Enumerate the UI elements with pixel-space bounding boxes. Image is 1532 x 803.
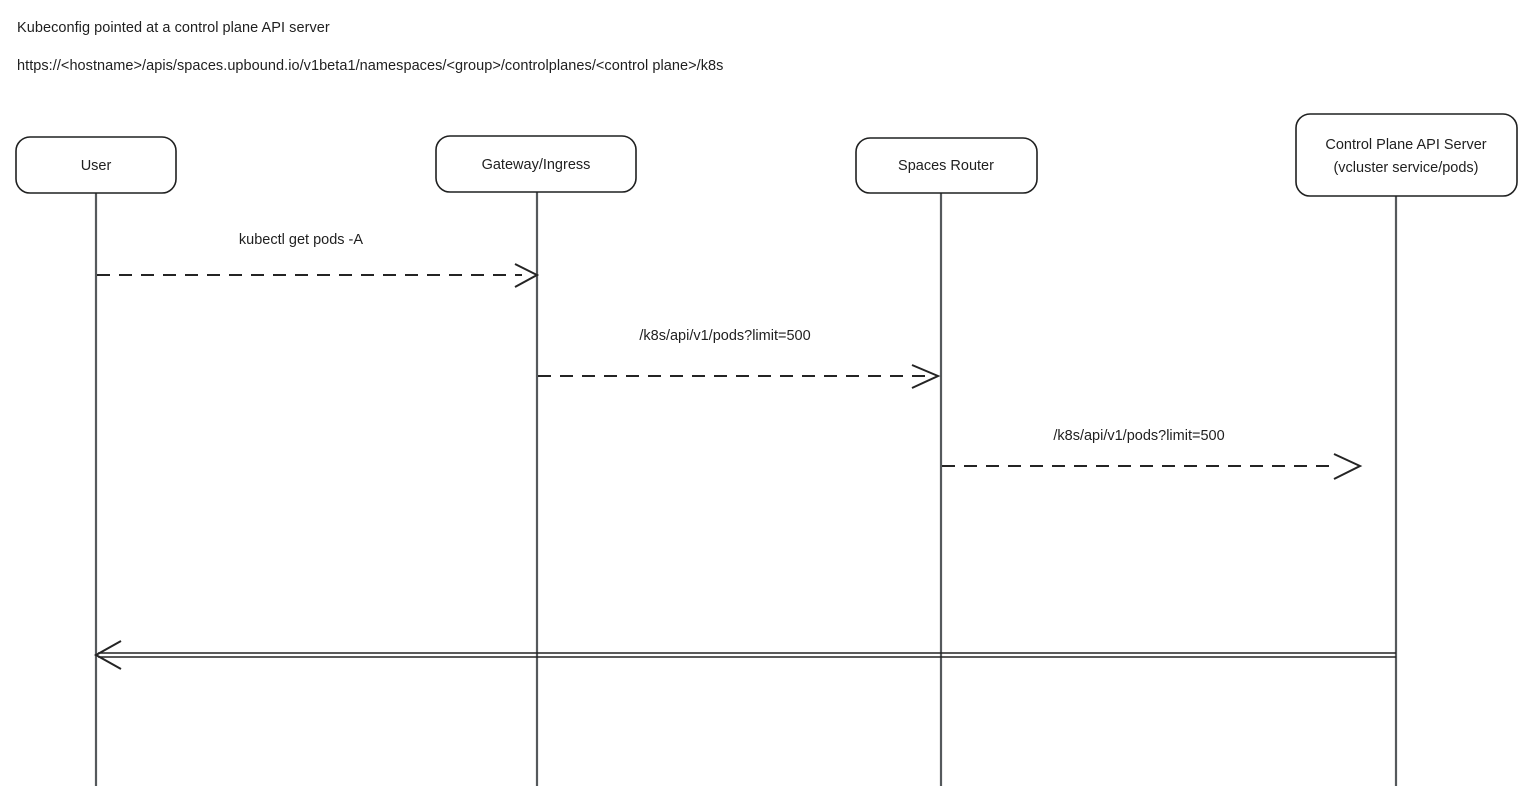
message-label-3: /k8s/api/v1/pods?limit=500 bbox=[1053, 428, 1224, 444]
message-kubectl-get-pods: kubectl get pods -A bbox=[97, 232, 540, 288]
message-label-1: kubectl get pods -A bbox=[239, 232, 363, 248]
message-response-to-user bbox=[93, 640, 1396, 670]
participant-control-plane-api-server[interactable]: Control Plane API Server (vcluster servi… bbox=[1295, 113, 1518, 197]
page-title: Kubeconfig pointed at a control plane AP… bbox=[17, 20, 330, 36]
participant-label-spaces-router: Spaces Router bbox=[898, 158, 994, 174]
arrowhead-right-1 bbox=[514, 263, 540, 288]
api-server-url: https://<hostname>/apis/spaces.upbound.i… bbox=[17, 58, 724, 74]
participant-box-control-plane-api-server[interactable] bbox=[1295, 113, 1518, 197]
participant-box-spaces-router[interactable] bbox=[855, 137, 1038, 194]
message-label-2: /k8s/api/v1/pods?limit=500 bbox=[639, 328, 810, 344]
participant-gateway[interactable]: Gateway/Ingress bbox=[435, 135, 637, 193]
participant-user[interactable]: User bbox=[15, 136, 177, 194]
participant-box-user[interactable] bbox=[15, 136, 177, 194]
participant-label-control-plane-api-server-line1: Control Plane API Server bbox=[1325, 137, 1486, 153]
message-k8s-pods-router-to-control-plane: /k8s/api/v1/pods?limit=500 bbox=[942, 428, 1363, 480]
participant-label-gateway: Gateway/Ingress bbox=[482, 157, 591, 173]
participant-spaces-router[interactable]: Spaces Router bbox=[855, 137, 1038, 194]
participant-label-control-plane-api-server-line2: (vcluster service/pods) bbox=[1333, 160, 1478, 176]
arrowhead-right-3 bbox=[1333, 453, 1363, 480]
arrowhead-right-2 bbox=[911, 364, 941, 389]
message-k8s-pods-gateway-to-router: /k8s/api/v1/pods?limit=500 bbox=[538, 328, 941, 389]
participant-box-gateway[interactable] bbox=[435, 135, 637, 193]
participant-label-user: User bbox=[81, 158, 112, 174]
arrowhead-left-4 bbox=[93, 640, 122, 670]
lifelines bbox=[94, 192, 1398, 786]
